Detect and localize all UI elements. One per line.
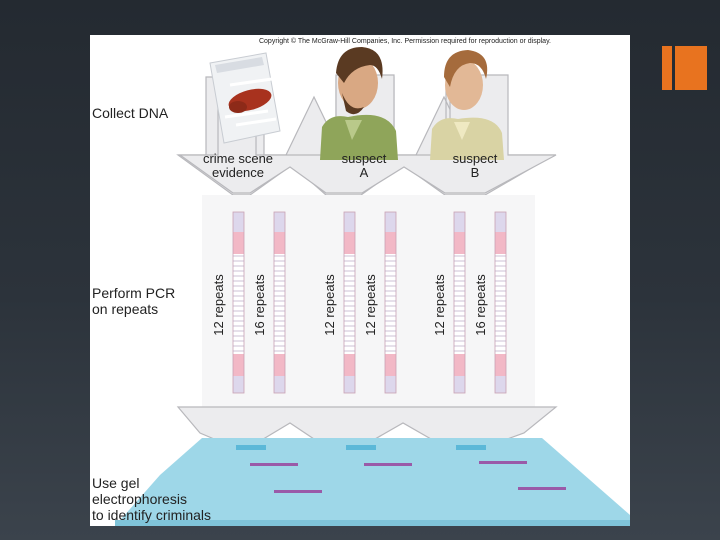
gel-slab-edge (115, 520, 630, 526)
figure-artwork (115, 47, 630, 526)
gel-band (479, 461, 527, 464)
accent-bar (662, 46, 672, 90)
repeat-label: 16 repeats (252, 274, 267, 336)
repeat-label: 12 repeats (363, 274, 378, 336)
gel-band (364, 463, 412, 466)
dna-strand (343, 211, 356, 394)
step-gel-label: Use gel electrophoresis to identify crim… (92, 475, 212, 523)
dna-strands (232, 211, 507, 394)
column-label-suspect-b: suspect B (452, 151, 498, 180)
step-pcr-label: Perform PCR on repeats (92, 285, 176, 317)
figure-panel: Copyright © The McGraw-Hill Companies, I… (90, 35, 630, 526)
repeat-label: 12 repeats (432, 274, 447, 336)
gel-slab (115, 438, 630, 526)
gel-band (250, 463, 298, 466)
dna-strand (453, 211, 466, 394)
gel-band (518, 487, 566, 490)
column-label-evidence: crime scene evidence (202, 151, 274, 180)
column-label-suspect-a: suspect A (341, 151, 387, 180)
step-collect-label: Collect DNA (92, 105, 169, 121)
suspect-b-illustration (430, 50, 504, 160)
copyright-notice: Copyright © The McGraw-Hill Companies, I… (258, 38, 551, 45)
gel-well (456, 445, 486, 450)
dna-strand (232, 211, 245, 394)
gel-well (236, 445, 266, 450)
repeat-label: 12 repeats (211, 274, 226, 336)
gel-well (346, 445, 376, 450)
pcr-band (202, 195, 535, 407)
suspect-a-illustration (320, 47, 398, 160)
dna-strand (273, 211, 286, 394)
gel-band (274, 490, 322, 493)
dna-strand (384, 211, 397, 394)
evidence-bag (209, 52, 281, 144)
repeat-label: 12 repeats (322, 274, 337, 336)
dna-strand (494, 211, 507, 394)
accent-block (675, 46, 707, 90)
repeat-label: 16 repeats (473, 274, 488, 336)
